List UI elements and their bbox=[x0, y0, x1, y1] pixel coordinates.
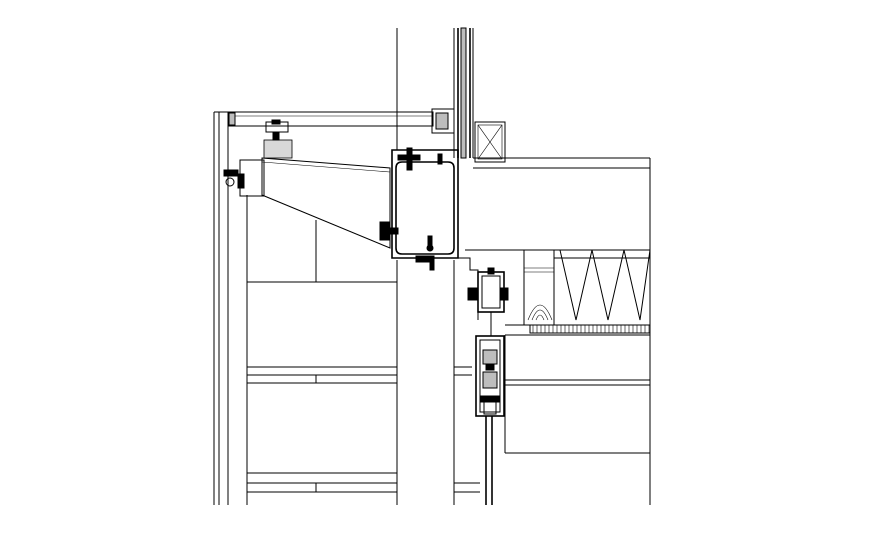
interior-panels bbox=[246, 195, 480, 505]
top-transom-beam bbox=[227, 108, 455, 134]
hatch-strip bbox=[529, 324, 651, 334]
left-facade-frame bbox=[213, 111, 229, 505]
cantilever-bracket bbox=[223, 119, 391, 249]
steel-box-section bbox=[379, 147, 479, 320]
insulation-zigzag bbox=[523, 249, 651, 326]
timber-blocking-x bbox=[474, 121, 506, 163]
mullion-glazing-unit bbox=[467, 267, 509, 505]
structural-wall-lines bbox=[396, 27, 474, 505]
